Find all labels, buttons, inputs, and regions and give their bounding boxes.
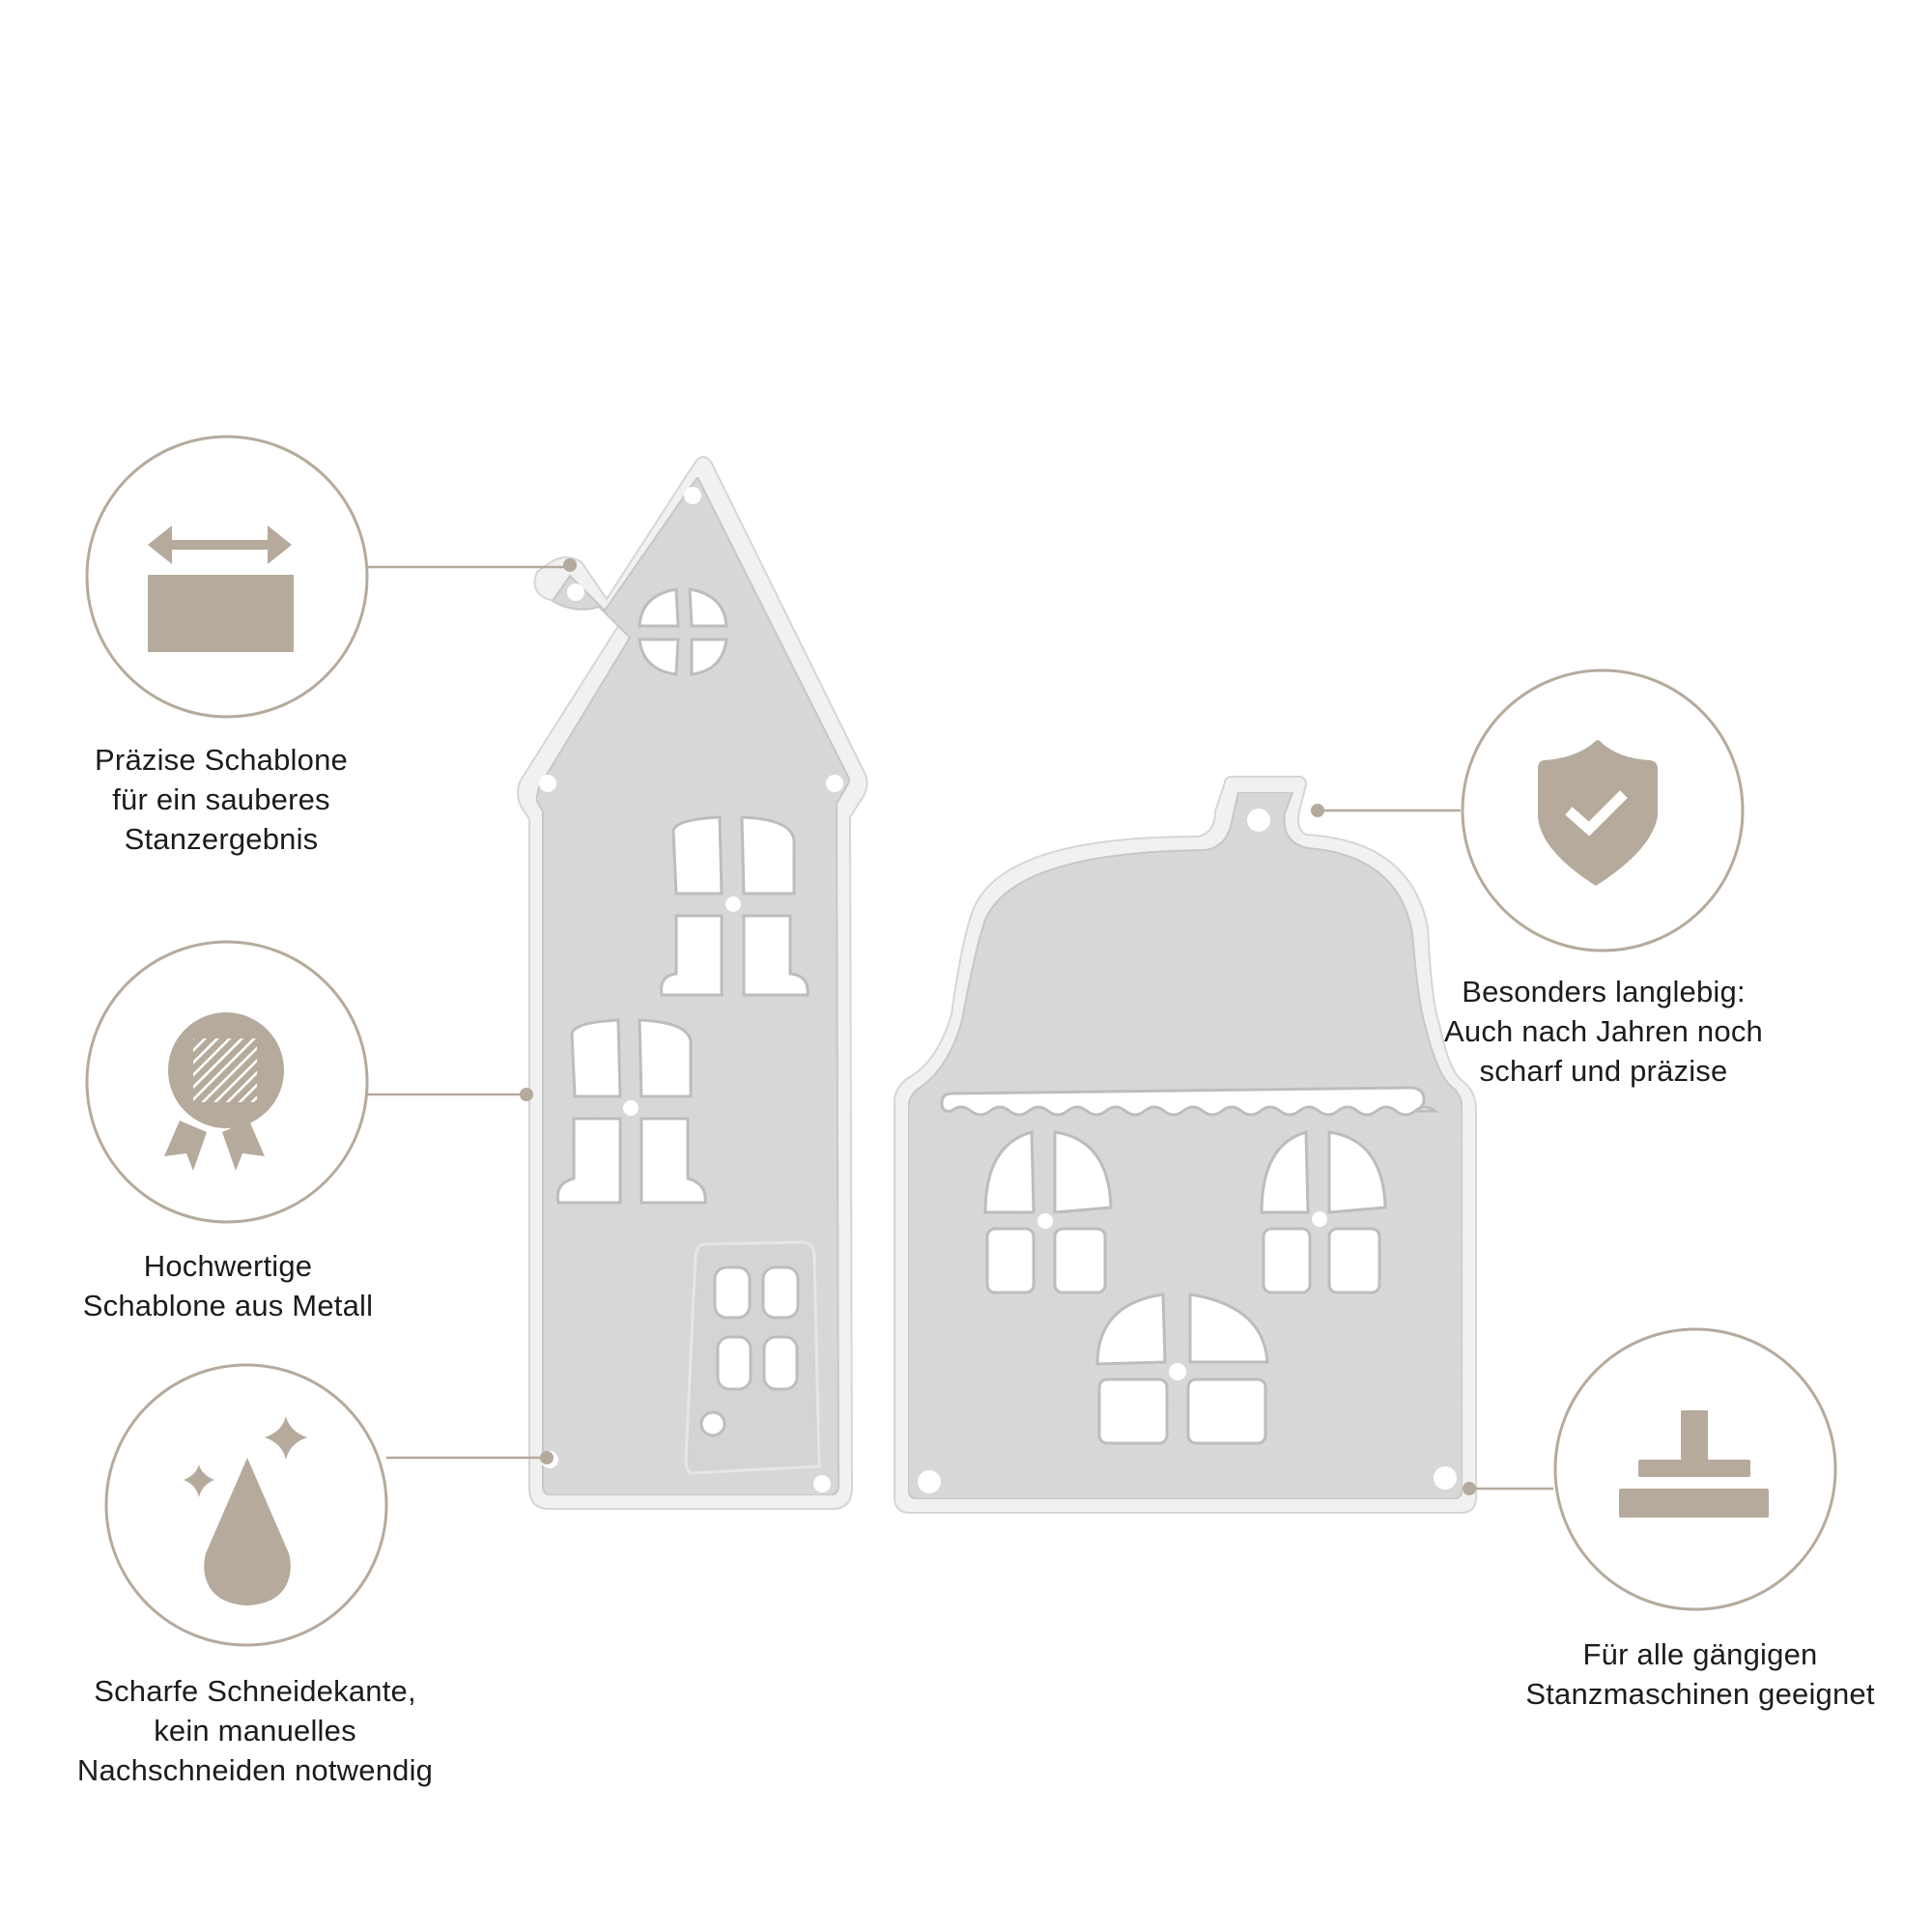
wide-house-die [894, 776, 1477, 1514]
caption-line: kein manuelles [154, 1714, 356, 1747]
sparkle-drop-icon [184, 1416, 307, 1605]
right-arched-window [1260, 1130, 1387, 1294]
feature-caption-sharp-edge: Scharfe Schneidekante, kein manuelles Na… [77, 1671, 433, 1790]
caption-line: Für alle gängigen [1582, 1637, 1818, 1671]
feature-caption-compatibility: Für alle gängigen Stanzmaschinen geeigne… [1525, 1634, 1874, 1714]
left-arched-window [983, 1130, 1113, 1294]
dimension-arrow-icon [148, 526, 294, 652]
caption-line: Scharfe Schneidekante, [94, 1674, 416, 1708]
caption-line: Hochwertige [143, 1249, 313, 1283]
wide-house-body [907, 791, 1463, 1500]
caption-line: für ein sauberes [112, 782, 330, 816]
connectors [367, 558, 1553, 1495]
middle-window [555, 1018, 707, 1205]
feature-circle-compatibility [1553, 1327, 1837, 1611]
scalloped-trim [940, 1086, 1439, 1117]
arched-door [1095, 1293, 1269, 1445]
medal-icon [164, 1012, 284, 1171]
feature-circle-quality [85, 940, 369, 1224]
caption-line: Schablone aus Metall [82, 1289, 374, 1322]
caption-line: Besonders langlebig: [1462, 975, 1746, 1009]
feature-circle-durable [1461, 668, 1745, 952]
feature-caption-precision: Präzise Schablone für ein sauberes Stanz… [95, 740, 348, 859]
upper-window [660, 815, 810, 997]
stamp-press-icon [1619, 1410, 1769, 1518]
attic-window [638, 587, 728, 676]
feature-caption-durable: Besonders langlebig: Auch nach Jahren no… [1444, 972, 1763, 1091]
caption-line: Auch nach Jahren noch [1444, 1014, 1763, 1048]
feature-circle-precision [85, 435, 369, 719]
door [684, 1240, 821, 1475]
feature-circle-sharp-edge [104, 1363, 388, 1647]
caption-line: Stanzergebnis [124, 822, 319, 856]
caption-line: Präzise Schablone [95, 743, 348, 777]
caption-line: scharf und präzise [1479, 1054, 1728, 1088]
caption-line: Nachschneiden notwendig [76, 1753, 434, 1787]
feature-caption-quality: Hochwertige Schablone aus Metall [83, 1246, 373, 1325]
tall-house-die [517, 456, 868, 1510]
caption-line: Stanzmaschinen geeignet [1525, 1677, 1875, 1711]
shield-check-icon [1538, 740, 1658, 886]
